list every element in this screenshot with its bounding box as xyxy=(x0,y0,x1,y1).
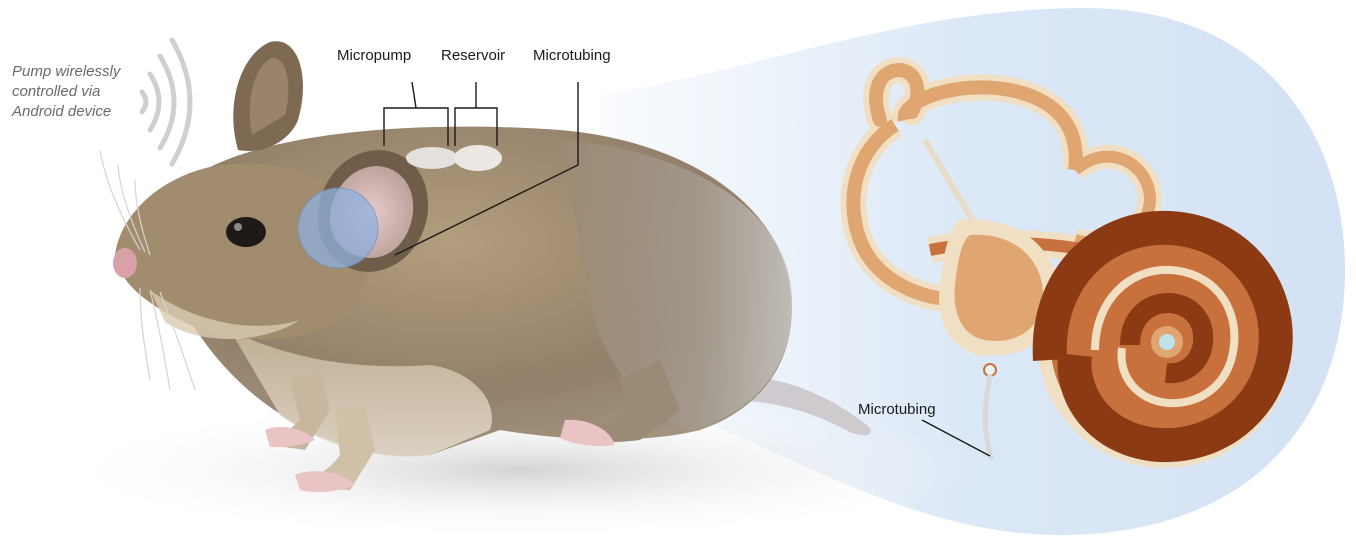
mouse-eye xyxy=(226,217,266,247)
reservoir-label: Reservoir xyxy=(441,47,505,64)
wireless-caption-line-2: controlled via xyxy=(12,82,162,102)
mouse-nose xyxy=(113,248,137,278)
wireless-caption-line-3: Android device xyxy=(12,102,162,122)
wireless-caption-line-1: Pump wirelessly xyxy=(12,62,162,82)
micropump-device xyxy=(406,147,458,169)
micropump-label: Micropump xyxy=(337,47,411,64)
ear-highlight-circle xyxy=(298,188,378,268)
reservoir-device xyxy=(454,145,502,171)
microtubing-label-ear: Microtubing xyxy=(858,401,936,418)
microtubing-label-top: Microtubing xyxy=(533,47,611,64)
wireless-control-caption: Pump wirelessly controlled via Android d… xyxy=(12,62,162,122)
